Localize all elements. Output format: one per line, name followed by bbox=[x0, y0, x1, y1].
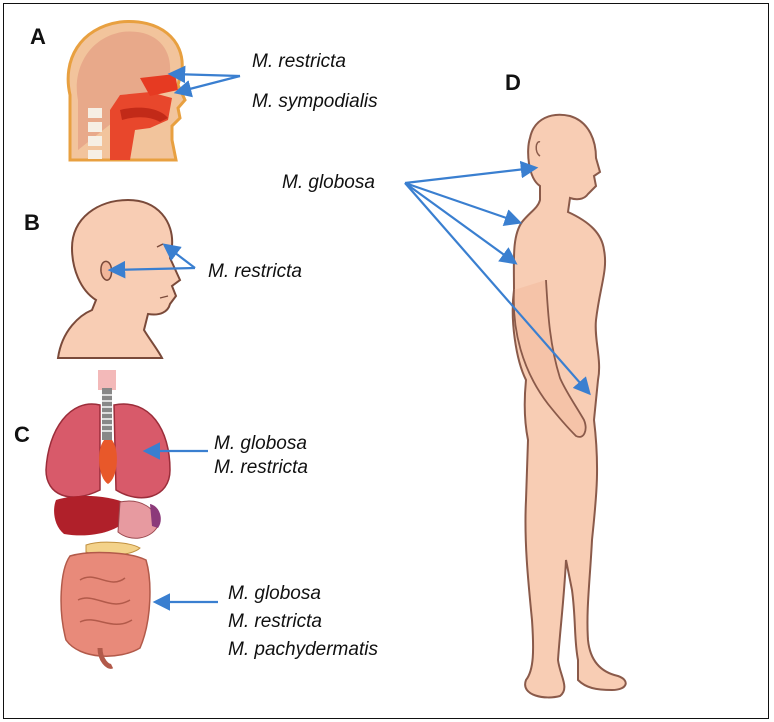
species-label-d-globosa: M. globosa bbox=[282, 171, 375, 195]
arrow-a-nasal bbox=[172, 74, 240, 76]
panel-label-b: B bbox=[24, 210, 40, 236]
species-label-c-gut-globosa: M. globosa bbox=[228, 582, 321, 606]
species-label-c-lung-restricta: M. restricta bbox=[214, 456, 308, 480]
panel-label-d: D bbox=[505, 70, 521, 96]
arrow-a-oral bbox=[178, 76, 240, 92]
sagittal-head-illustration bbox=[68, 22, 185, 160]
species-label-a-sympodialis: M. sympodialis bbox=[252, 90, 378, 114]
panel-label-c: C bbox=[14, 422, 30, 448]
species-label-b-restricta: M. restricta bbox=[208, 260, 302, 284]
panel-label-a: A bbox=[30, 24, 46, 50]
species-label-c-lung-globosa: M. globosa bbox=[214, 432, 307, 456]
species-label-a-restricta: M. restricta bbox=[252, 50, 346, 74]
arrow-d-trunk bbox=[405, 183, 514, 262]
full-body-illustration bbox=[513, 115, 626, 698]
species-label-c-gut-restricta: M. restricta bbox=[228, 610, 322, 634]
arrow-d-head bbox=[405, 168, 534, 183]
head-profile-illustration bbox=[58, 200, 180, 358]
species-label-c-gut-pachydermatis: M. pachydermatis bbox=[228, 638, 378, 662]
organs-illustration bbox=[46, 370, 170, 666]
